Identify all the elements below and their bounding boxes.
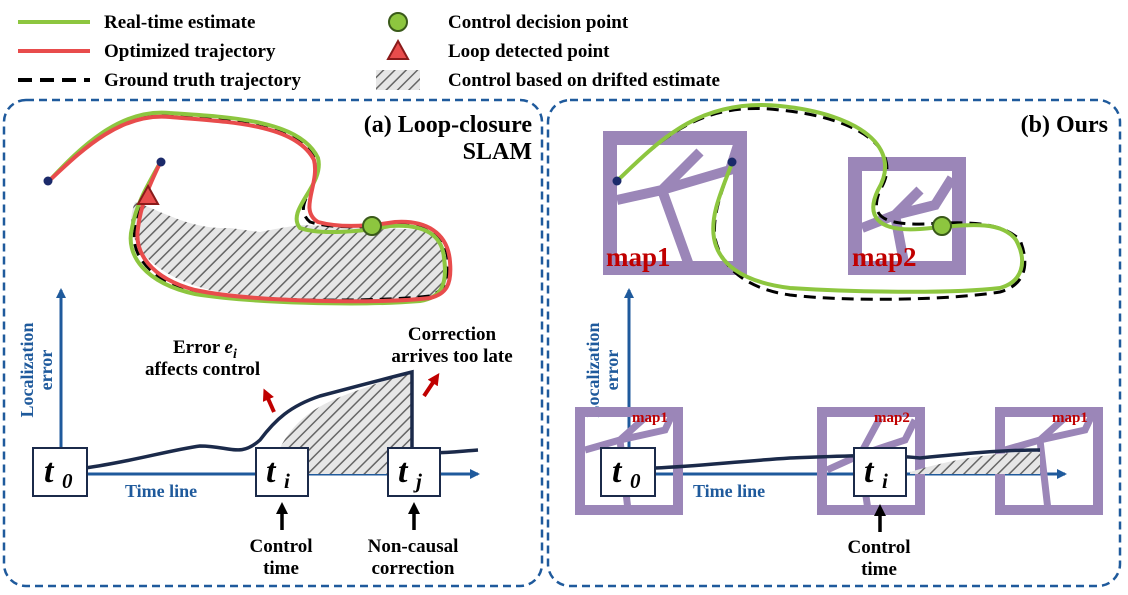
panel-a-start-point: [43, 176, 53, 186]
panel-a-t0-sub: 0: [62, 469, 73, 493]
panel-a-tj-sub: j: [413, 469, 422, 493]
panel-a-title-line2: SLAM: [463, 139, 532, 165]
panel-a-correction-line1: Correction: [408, 324, 497, 345]
panel-a-x-label: Time line: [125, 481, 197, 501]
panel-a-ti-sub: i: [284, 469, 290, 493]
panel-a-ti-box: t i: [255, 447, 309, 497]
panel-a-y-label-line1: Localization: [17, 323, 37, 418]
panel-b-t0-label: t: [612, 453, 623, 490]
panel-a-tj-label: t: [398, 453, 409, 490]
panel-b-error-hatch: [910, 452, 1040, 474]
panel-a-correction-line2: arrives too late: [391, 346, 512, 367]
legend: Real-time estimate Optimized trajectory …: [18, 12, 720, 91]
panel-b-ti-box: t i: [853, 447, 907, 497]
panel-a-control-time-line1: Control: [250, 536, 313, 557]
panel-b-t0-sub: 0: [630, 469, 641, 493]
panel-b-y-label-line2: error: [602, 350, 622, 391]
panel-a-ti-label: t: [266, 453, 277, 490]
legend-real-time-label: Real-time estimate: [104, 12, 255, 33]
panel-b-ti-sub: i: [882, 469, 888, 493]
panel-b-map1-label: map1: [606, 242, 671, 272]
legend-control-decision-icon: [388, 12, 408, 32]
panel-a-tj-box: t j: [387, 447, 441, 497]
panel-a-end-point: [156, 157, 166, 167]
panel-b-tile3-label: map1: [1052, 410, 1088, 426]
legend-optimized-label: Optimized trajectory: [104, 41, 276, 62]
legend-loop-detected-icon: [386, 38, 410, 60]
panel-a: (a) Loop-closure SLAM Localization error…: [2, 98, 544, 588]
panel-a-control-decision-marker: [362, 216, 382, 236]
panel-a-control-time-line2: time: [263, 558, 299, 579]
panel-a-drift-area: [131, 202, 448, 301]
panel-b-control-time-line2: time: [861, 559, 897, 580]
panel-a-border: [2, 98, 544, 588]
panel-a-t0-box: t 0: [32, 447, 88, 497]
panel-b-ti-label: t: [864, 453, 875, 490]
panel-a-correction-arrow: [422, 373, 440, 398]
panel-b-tile2-label: map2: [874, 410, 910, 426]
legend-ground-truth-label: Ground truth trajectory: [104, 70, 302, 91]
panel-a-t0-label: t: [44, 453, 55, 490]
panel-b-t0-box: t 0: [600, 447, 656, 497]
legend-loop-detected-label: Loop detected point: [448, 41, 610, 62]
panel-b-tile1-label: map1: [632, 410, 668, 426]
panel-b-real-time-path: [616, 103, 1025, 294]
panel-b-end-point: [727, 157, 737, 167]
panel-b-map2-label: map2: [852, 242, 917, 272]
panel-b-x-label: Time line: [693, 481, 765, 501]
panel-a-noncausal-line2: correction: [372, 558, 455, 579]
panel-b-control-time-line1: Control: [848, 537, 911, 558]
panel-b-control-decision-marker: [932, 216, 952, 236]
legend-control-decision-label: Control decision point: [448, 12, 629, 33]
panel-b: (b) Ours map1 map2 Localization error Ti…: [546, 98, 1122, 588]
panel-a-error-label-line2: affects control: [145, 359, 260, 380]
panel-a-y-label-line2: error: [36, 350, 56, 391]
panel-a-optimized-path: [48, 114, 453, 304]
panel-b-start-point: [612, 176, 622, 186]
legend-drift-hatch-icon: [376, 70, 420, 90]
panel-b-border: [546, 98, 1122, 588]
panel-a-loop-detected-marker: [136, 183, 160, 205]
panel-a-noncausal-line1: Non-causal: [368, 536, 459, 557]
panel-a-error-hatch: [280, 372, 412, 474]
panel-a-error-label-line1: Error ei: [173, 337, 237, 362]
panel-b-tile3: map1: [995, 407, 1103, 515]
legend-control-drift-label: Control based on drifted estimate: [448, 70, 720, 91]
panel-a-real-time-path: [48, 110, 447, 306]
panel-b-y-label-line1: Localization: [583, 323, 603, 418]
panel-b-title: (b) Ours: [1021, 112, 1108, 138]
panel-a-title-line1: (a) Loop-closure: [364, 112, 533, 138]
panel-a-error-arrow: [262, 388, 276, 413]
panel-b-map1-block: map1: [603, 131, 747, 275]
